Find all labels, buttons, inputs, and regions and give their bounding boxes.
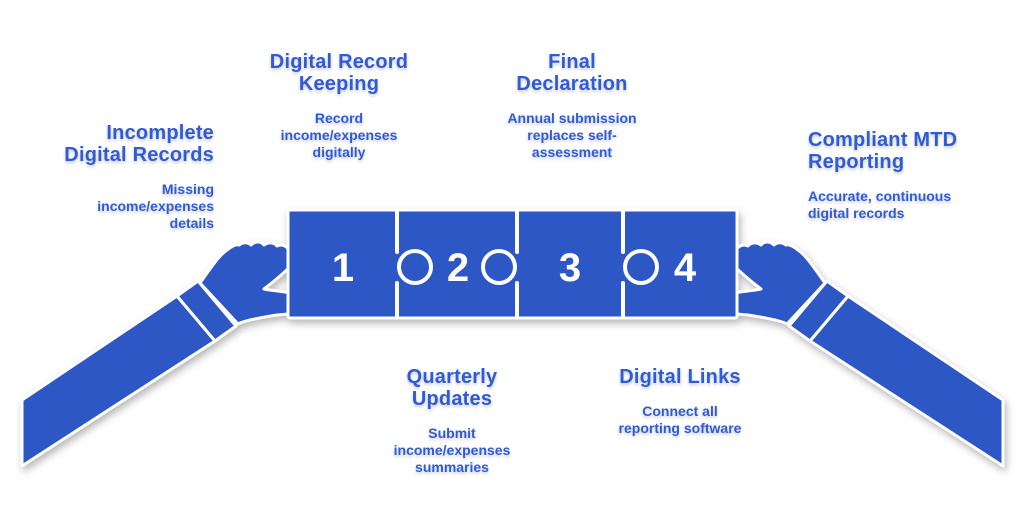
label-description: Annual submission replaces self- assessm… <box>507 110 637 160</box>
label-title: Final Declaration <box>516 51 628 95</box>
label-incomplete-digital-records: Incomplete Digital Records Missing incom… <box>30 122 214 232</box>
label-description: Connect all reporting software <box>618 403 742 436</box>
puzzle-strip: 1 2 3 4 <box>286 208 739 320</box>
puzzle-piece-number: 4 <box>674 246 697 290</box>
puzzle-piece-number: 1 <box>332 246 354 290</box>
right-arm <box>808 294 1005 468</box>
label-description: Accurate, continuous digital records <box>808 188 952 221</box>
label-title: Compliant MTD Reporting <box>808 129 958 173</box>
label-title: Digital Record Keeping <box>269 51 409 95</box>
label-quarterly-updates: Quarterly Updates Submit income/expenses… <box>362 366 542 476</box>
puzzle-separators <box>395 209 625 319</box>
right-cuff <box>787 279 850 343</box>
label-digital-links: Digital Links Connect all reporting soft… <box>590 366 770 437</box>
label-title: Incomplete Digital Records <box>64 122 214 166</box>
label-description: Missing income/expenses details <box>97 181 214 231</box>
label-description: Submit income/expenses summaries <box>393 425 511 475</box>
label-final-declaration: Final Declaration Annual submission repl… <box>482 51 662 161</box>
label-compliant-mtd-reporting: Compliant MTD Reporting Accurate, contin… <box>808 129 1008 222</box>
label-title: Digital Links <box>619 366 741 388</box>
label-title: Quarterly Updates <box>406 366 498 410</box>
label-digital-record-keeping: Digital Record Keeping Record income/exp… <box>249 51 429 161</box>
left-arm <box>20 294 217 468</box>
label-description: Record income/expenses digitally <box>280 110 398 160</box>
right-hand-group <box>710 240 1005 468</box>
left-cuff <box>175 279 238 343</box>
puzzle-connector-ring <box>397 249 433 285</box>
puzzle-piece-number: 2 <box>447 246 469 290</box>
puzzle-connector-ring <box>623 249 659 285</box>
left-hand-group <box>20 240 315 468</box>
puzzle-connector-ring <box>481 249 517 285</box>
puzzle-piece-number: 3 <box>559 246 581 290</box>
